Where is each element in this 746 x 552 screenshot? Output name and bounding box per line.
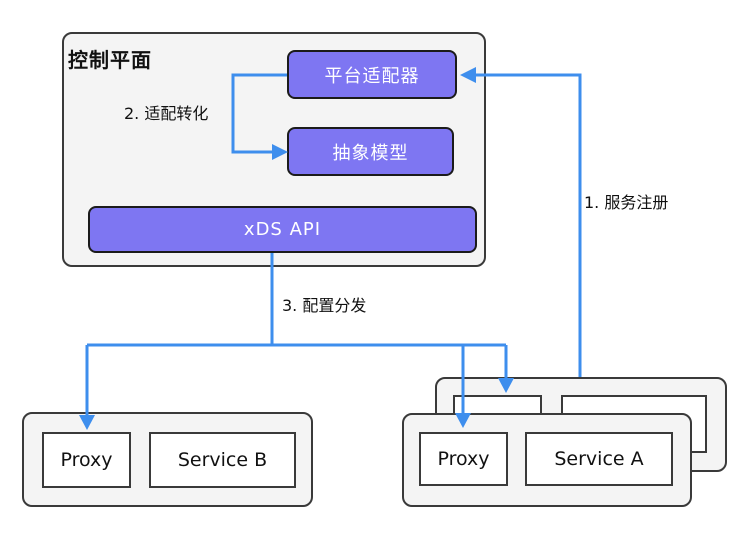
service-b-label: Service B xyxy=(177,449,268,471)
service-b-proxy-box: Proxy xyxy=(42,432,131,488)
platform-adapter-node: 平台适配器 xyxy=(287,50,457,99)
edge-label-config-distribution: 3. 配置分发 xyxy=(282,296,367,315)
platform-adapter-label: 平台适配器 xyxy=(324,65,420,87)
xds-api-node: xDS API xyxy=(88,206,477,253)
service-a-proxy-label: Proxy xyxy=(437,448,490,470)
xds-api-label: xDS API xyxy=(243,219,322,240)
abstract-model-node: 抽象模型 xyxy=(287,127,454,176)
service-a-box: Service A xyxy=(525,432,673,486)
service-a-proxy-box: Proxy xyxy=(419,432,508,486)
control-plane-title: 控制平面 xyxy=(68,48,152,72)
service-b-box: Service B xyxy=(149,432,296,488)
service-b-proxy-label: Proxy xyxy=(60,449,113,471)
edge-label-adapt-transform: 2. 适配转化 xyxy=(124,104,209,123)
edge-label-service-registration: 1. 服务注册 xyxy=(584,193,669,212)
abstract-model-label: 抽象模型 xyxy=(332,142,409,164)
service-a-label: Service A xyxy=(554,448,644,470)
